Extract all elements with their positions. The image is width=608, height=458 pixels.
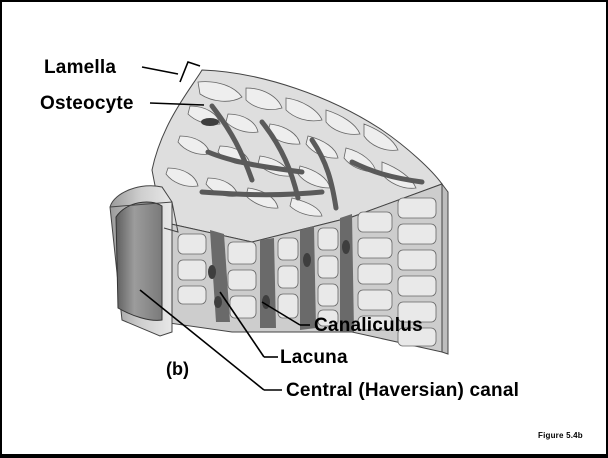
- panel-letter: (b): [166, 360, 189, 378]
- label-lacuna: Lacuna: [280, 348, 348, 367]
- label-central-canal: Central (Haversian) canal: [286, 381, 519, 400]
- osteon-outer-side: [442, 184, 448, 354]
- figure-caption: Figure 5.4b: [538, 432, 583, 440]
- label-osteocyte: Osteocyte: [40, 94, 134, 113]
- label-lamella: Lamella: [44, 58, 116, 77]
- label-canaliculus: Canaliculus: [314, 316, 423, 335]
